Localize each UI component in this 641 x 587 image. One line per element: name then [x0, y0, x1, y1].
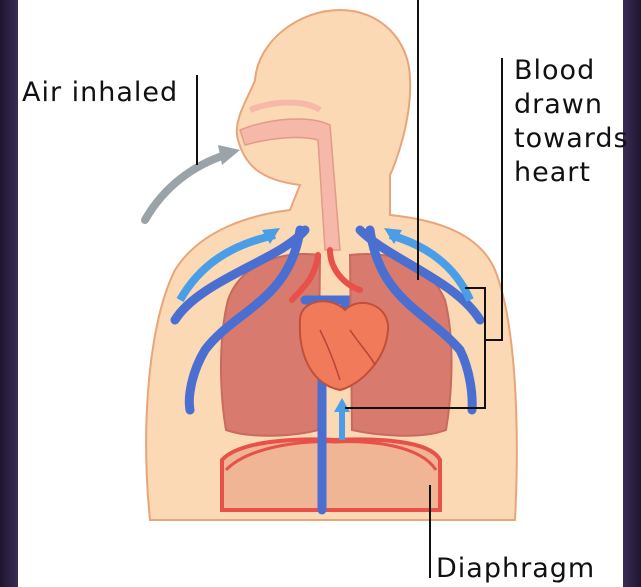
air-inhaled-label: Air inhaled [22, 76, 178, 109]
blood-label-line2: drawn [514, 88, 603, 121]
air-inhaled-arrowhead [218, 145, 240, 165]
blood-label-line4: heart [514, 156, 591, 189]
diaphragm-label: Diaphragm [436, 552, 595, 585]
blood-label-line3: towards [514, 122, 629, 155]
blood-label-line1: Blood [514, 54, 595, 87]
air-inhaled-arrow [145, 155, 225, 220]
